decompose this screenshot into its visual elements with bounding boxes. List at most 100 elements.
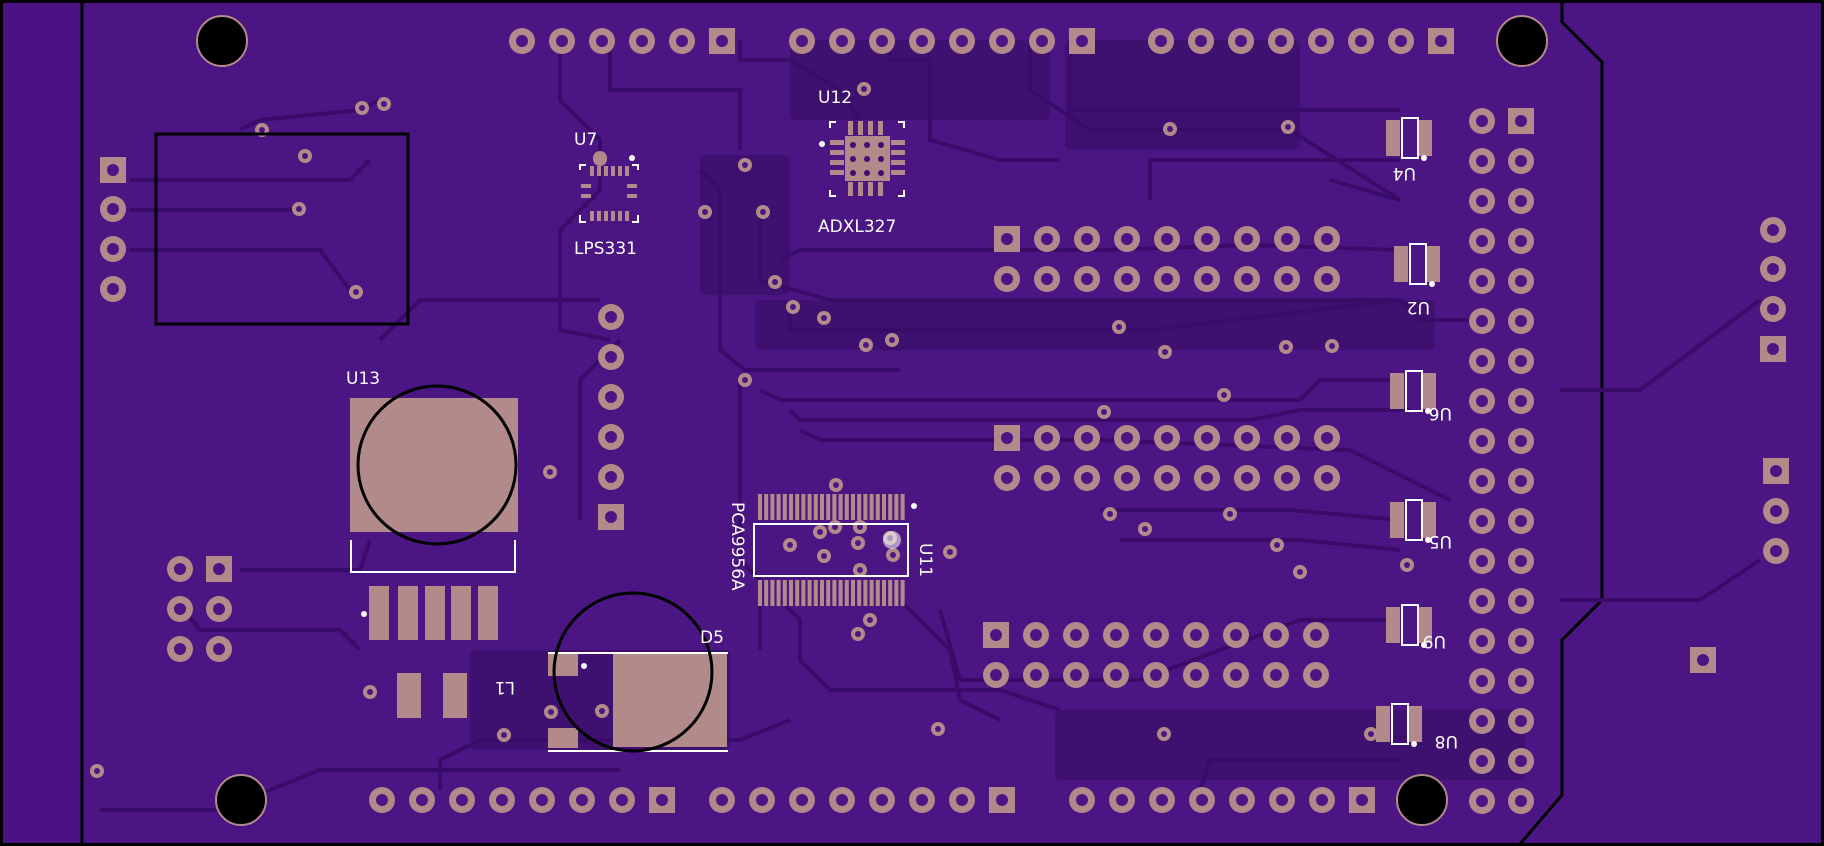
smd-component (1390, 370, 1436, 414)
header-pin (1508, 268, 1534, 294)
header-pin (206, 636, 232, 662)
via (768, 275, 782, 289)
header-pin (1303, 662, 1329, 688)
header-pin (869, 28, 895, 54)
d5-outline-circle (552, 591, 714, 753)
header-pin (1183, 662, 1209, 688)
pin-headers (100, 28, 1789, 814)
header-pin (1508, 148, 1534, 174)
header-pin (1469, 308, 1495, 334)
label-u12: U12 (818, 88, 852, 108)
label-l1: L1 (495, 677, 515, 697)
l1-inductor (397, 673, 467, 718)
header-pin (1143, 622, 1169, 648)
header-pin (1308, 28, 1334, 54)
smd-component (1390, 499, 1436, 543)
header-pin (1508, 748, 1534, 774)
header-pin-square (206, 556, 232, 582)
header-pin (983, 662, 1009, 688)
header-pin (1034, 226, 1060, 252)
header-pin (1508, 388, 1534, 414)
header-pin (949, 787, 975, 813)
header-pin (100, 236, 126, 262)
via (1097, 405, 1111, 419)
via (931, 722, 945, 736)
header-pin (1469, 148, 1495, 174)
label-u5: U5 (1429, 531, 1452, 551)
header-pin (949, 28, 975, 54)
header-pin (1154, 465, 1180, 491)
via (786, 300, 800, 314)
d5-diode (548, 591, 728, 753)
header-pin (1234, 226, 1260, 252)
header-pin (1229, 787, 1255, 813)
header-pin (598, 424, 624, 450)
header-pin (1314, 465, 1340, 491)
label-pca9956a: PCA9956A (727, 502, 747, 591)
via (1157, 727, 1171, 741)
header-pin (1508, 348, 1534, 374)
header-pin (1469, 548, 1495, 574)
header-pin (1234, 465, 1260, 491)
label-adxl327: ADXL327 (818, 217, 896, 237)
u13-silk (350, 540, 516, 573)
header-pin (1469, 388, 1495, 414)
header-pin (1269, 787, 1295, 813)
via (1217, 388, 1231, 402)
header-pin (1029, 28, 1055, 54)
header-pin (1154, 266, 1180, 292)
header-pin (1314, 266, 1340, 292)
via (349, 285, 363, 299)
u12-pads (830, 121, 905, 196)
via (90, 764, 104, 778)
header-pin-square (1763, 458, 1789, 484)
header-pin (1508, 548, 1534, 574)
header-pin (1508, 788, 1534, 814)
d5-pad (548, 728, 578, 748)
header-pin (167, 556, 193, 582)
u12-silk (829, 121, 905, 197)
u13-regulator (350, 384, 518, 640)
header-pin (1263, 622, 1289, 648)
via (1163, 122, 1177, 136)
d5-pin1-dot (581, 663, 587, 669)
header-pin (909, 787, 935, 813)
header-pin (449, 787, 475, 813)
header-pin (1508, 708, 1534, 734)
mounting-hole (1396, 774, 1448, 826)
header-pin-square (994, 425, 1020, 451)
header-pin (598, 344, 624, 370)
header-pin (598, 304, 624, 330)
header-pin (489, 787, 515, 813)
header-pin (669, 28, 695, 54)
header-pin (1154, 425, 1180, 451)
via (292, 202, 306, 216)
header-pin (1469, 268, 1495, 294)
header-pin (1469, 468, 1495, 494)
label-u9: U9 (1423, 631, 1446, 651)
header-pin (569, 787, 595, 813)
header-pin (1469, 788, 1495, 814)
header-pin (1034, 465, 1060, 491)
u11-pca9956a (753, 494, 917, 641)
via (1138, 522, 1152, 536)
header-pin (1194, 226, 1220, 252)
header-pin (1114, 425, 1140, 451)
header-pin (1508, 588, 1534, 614)
header-pin (1223, 662, 1249, 688)
header-pin (869, 787, 895, 813)
header-pin (1469, 428, 1495, 454)
via (1270, 538, 1284, 552)
header-pin-square (709, 28, 735, 54)
edge-strip (0, 0, 84, 846)
via (593, 151, 607, 165)
smd-component (1376, 703, 1422, 747)
via (851, 536, 865, 550)
header-pin (829, 787, 855, 813)
header-pin (167, 636, 193, 662)
u11-pads (758, 494, 905, 641)
label-u11: U11 (915, 543, 935, 577)
header-pin (1760, 217, 1786, 243)
via (1281, 120, 1295, 134)
